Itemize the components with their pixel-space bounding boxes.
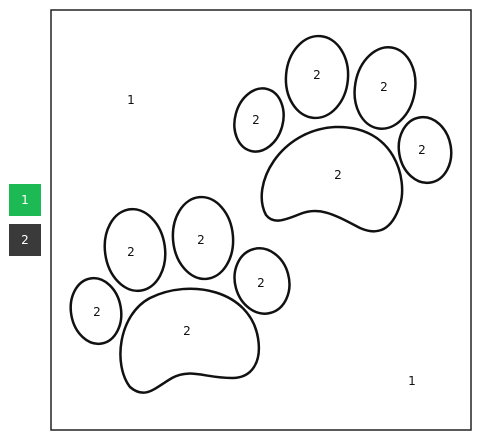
paw-bottom-left-toe-3[interactable] <box>170 195 237 282</box>
paw-bottom-left-toe-4[interactable] <box>227 242 296 320</box>
paw-bottom-left-toe-3-label: 2 <box>197 233 205 247</box>
paw-top-right-pad-label: 2 <box>334 168 342 182</box>
palette-swatch-2[interactable]: 2 <box>9 224 41 256</box>
palette-swatch-1[interactable]: 1 <box>9 184 41 216</box>
paw-bottom-left-toe-1[interactable] <box>66 274 127 348</box>
paw-top-right-toe-3-label: 2 <box>380 80 388 94</box>
palette-swatch-2-label: 2 <box>21 233 29 247</box>
paw-top-right-toe-4-label: 2 <box>418 143 426 157</box>
paw-top-right-toe-2[interactable] <box>283 33 352 120</box>
paw-top-right-toe-2-label: 2 <box>313 68 321 82</box>
background-label-bottom-right: 1 <box>408 374 416 388</box>
paw-top-right-toe-3[interactable] <box>348 42 421 133</box>
paw-bottom-left-toe-2-label: 2 <box>127 245 135 259</box>
paw-top-right-toe-1-label: 2 <box>252 113 260 127</box>
palette-swatch-1-label: 1 <box>21 193 29 207</box>
paw-top-right-toe-4[interactable] <box>394 113 457 187</box>
paw-bottom-left-pad[interactable] <box>119 287 261 394</box>
paw-top-right: 2 2 2 2 2 <box>228 33 457 233</box>
paw-bottom-left-toe-4-label: 2 <box>257 276 265 290</box>
paw-top-right-pad[interactable] <box>260 125 404 233</box>
paw-bottom-left-pad-label: 2 <box>183 324 191 338</box>
background-label-top-left: 1 <box>127 93 135 107</box>
paw-bottom-left-toe-1-label: 2 <box>93 305 101 319</box>
paw-top-right-toe-1[interactable] <box>228 83 291 157</box>
paw-bottom-left: 2 2 2 2 2 <box>66 195 296 394</box>
color-palette: 1 2 <box>9 184 41 264</box>
paw-bottom-left-toe-2[interactable] <box>100 205 171 295</box>
